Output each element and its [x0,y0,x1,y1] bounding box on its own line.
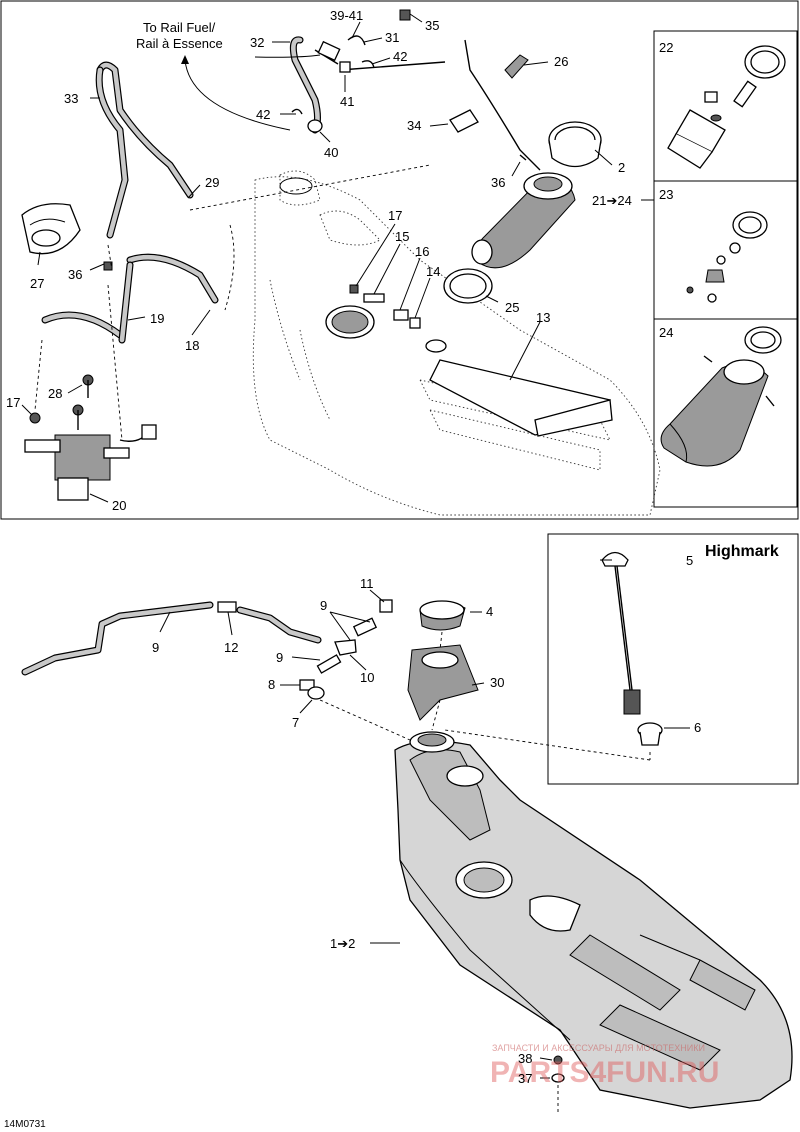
callout-16: 16 [415,244,429,259]
callout-32: 32 [250,35,264,50]
callout-18: 18 [185,338,199,353]
inset-23-seals [686,211,768,303]
dashed-leaders-bottom [319,631,443,741]
callout-39-41: 39-41 [330,8,363,23]
callout-29: 29 [205,175,219,190]
callout-11: 11 [360,576,374,591]
callout-12: 12 [224,640,238,655]
part-2-lock-ring [548,121,602,168]
leader-lines-bottom [159,559,690,1079]
callout-36a: 36 [491,175,505,190]
callout-34: 34 [407,118,421,133]
callout-22: 22 [659,40,673,55]
callout-38: 38 [518,1051,532,1066]
callout-2-top: 2 [618,160,625,175]
hoses-top [41,36,541,344]
callout-7: 7 [292,715,299,730]
callout-36b: 36 [68,267,82,282]
leader-inset-to-tank [444,729,651,761]
callout-9b: 9 [152,640,159,655]
watermark-top: ЗАПЧАСТИ И АКСЕССУАРЫ ДЛЯ МОТОТЕХНИКИ [492,1043,705,1053]
callout-23: 23 [659,187,673,202]
part-20-pump-unit [24,374,157,501]
callout-30: 30 [490,675,504,690]
callout-24: 24 [659,325,673,340]
arrow-head [181,55,189,64]
callout-31: 31 [385,30,399,45]
callout-27: 27 [30,276,44,291]
callout-6: 6 [694,720,701,735]
part-13-plate [425,339,613,437]
callout-4: 4 [486,604,493,619]
callout-9a: 9 [320,598,327,613]
inset-title-highmark: Highmark [705,543,779,560]
callout-41: 41 [340,94,354,109]
fittings-top [103,9,527,271]
leader-lines-top [21,13,654,503]
callout-5: 5 [686,553,693,568]
callout-13: 13 [536,310,550,325]
callout-15: 15 [395,229,409,244]
callout-42b: 42 [256,107,270,122]
callout-40: 40 [324,145,338,160]
callout-8: 8 [268,677,275,692]
callout-20: 20 [112,498,126,513]
callout-33: 33 [64,91,78,106]
top-frame [0,0,799,520]
note-rail-fuel-1: To Rail Fuel/ [143,20,216,35]
callout-17b: 17 [6,395,20,410]
part-27-bracket [21,203,81,255]
callout-1-2: 1➔2 [330,936,355,951]
part-30-bracket [407,644,479,721]
inset-panel-right [653,30,798,508]
part-6-grommet [637,722,663,746]
callout-9c: 9 [276,650,283,665]
callout-21-24: 21➔24 [592,193,632,208]
tank-outline-top [252,170,661,516]
callout-42a: 42 [393,49,407,64]
diagram-code: 14M0731 [4,1119,46,1130]
pump-ring-on-tank [325,305,375,339]
clips-26-34 [449,54,529,133]
dashed-leaders-top [34,59,431,441]
part-4-cap [419,600,466,631]
part-5-gauge [601,551,641,715]
callout-10: 10 [360,670,374,685]
callout-25: 25 [505,300,519,315]
callout-28: 28 [48,386,62,401]
callout-14: 14 [426,264,440,279]
parts-9-10-11 [299,599,393,700]
callout-17a: 17 [388,208,402,223]
callout-19: 19 [150,311,164,326]
part-25-seal [443,268,493,304]
inset-24-bracket [660,326,782,467]
callout-37: 37 [518,1071,532,1086]
parts-37-38 [551,1055,565,1112]
part-21-pump-assembly [471,172,576,269]
watermark-brand: PARTS4FUN.RU [490,1056,719,1089]
callout-35: 35 [425,18,439,33]
callout-26: 26 [554,54,568,69]
highmark-inset-frame [547,533,799,785]
fuel-tank-main [394,731,793,1109]
part-9-line [21,601,322,676]
note-rail-fuel-2: Rail à Essence [136,36,223,51]
inset-22-pump [667,45,786,169]
